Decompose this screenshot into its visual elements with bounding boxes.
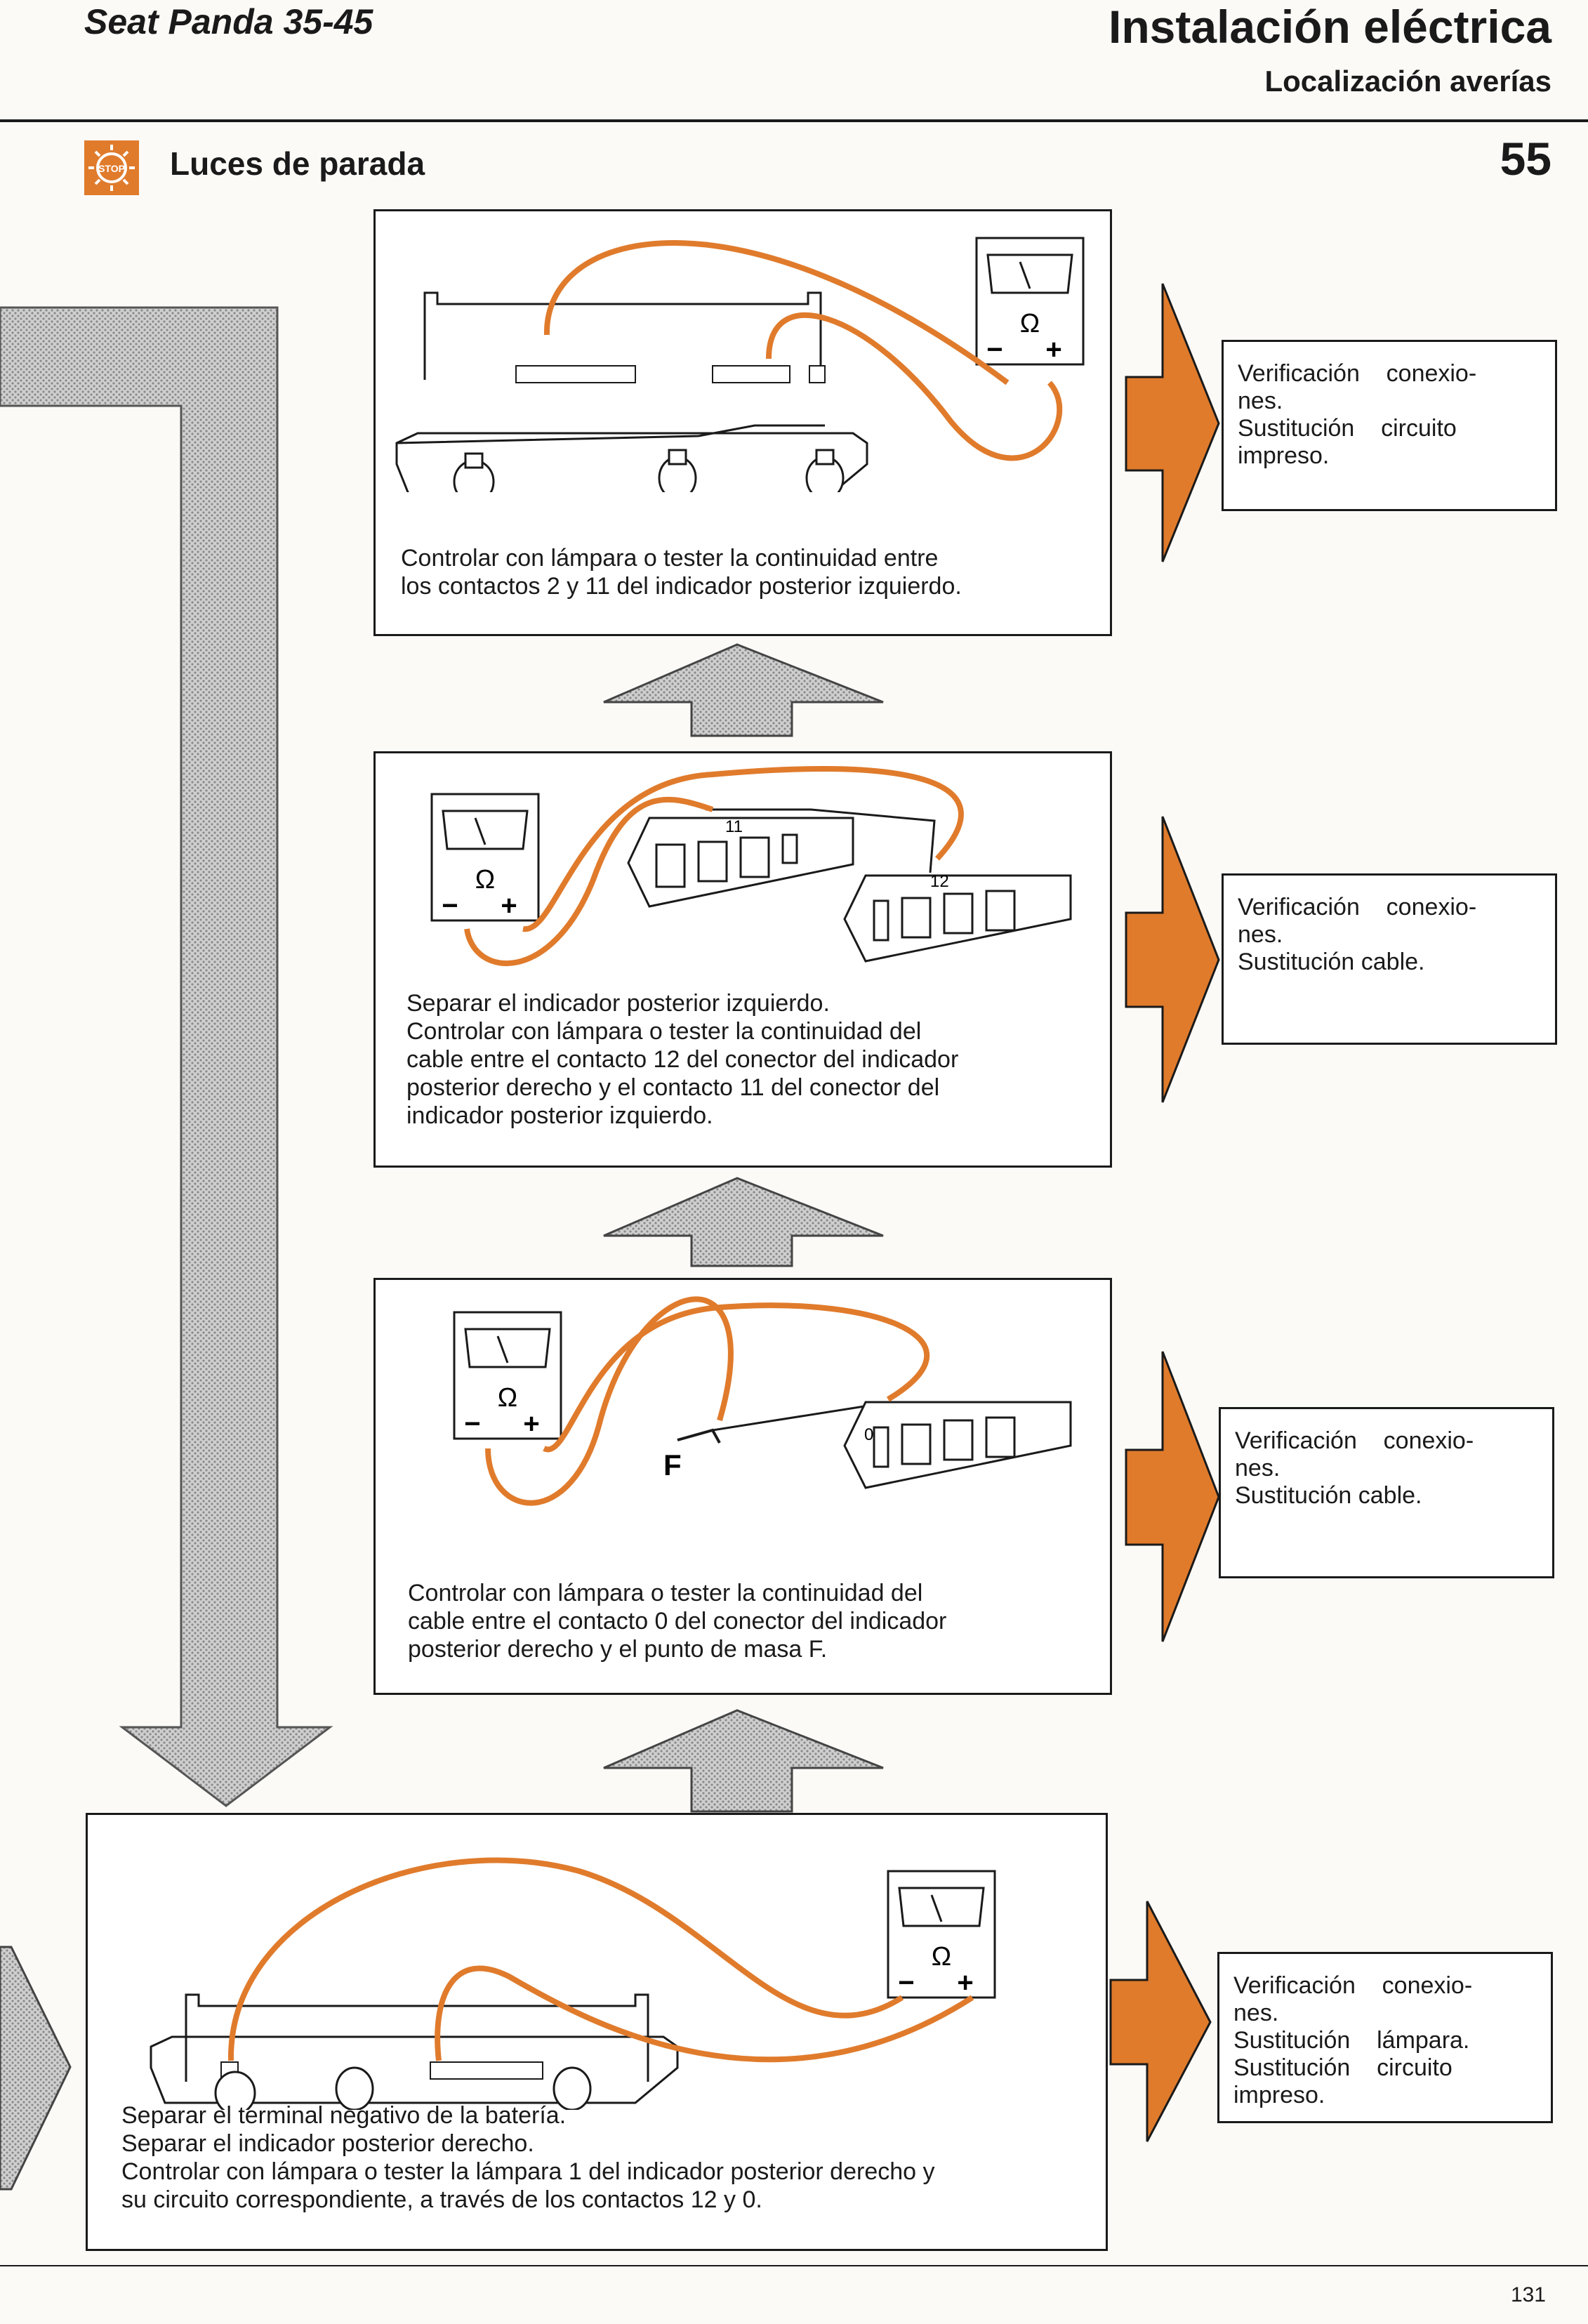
svg-text:−: − xyxy=(442,890,458,921)
step-1-panel: Ω − + Controlar con lámpara o tester la … xyxy=(373,209,1112,636)
result-arrow-3 xyxy=(1125,1351,1220,1642)
svg-text:−: − xyxy=(898,1967,914,1998)
contact-label-a: 11 xyxy=(725,817,743,836)
ground-point-icon xyxy=(677,1428,721,1444)
step-1-description: Controlar con lámpara o tester la contin… xyxy=(401,545,962,600)
step-4-result: Verificación conexio- nes. Sustitución l… xyxy=(1217,1952,1553,2123)
bulb-1 xyxy=(214,2071,256,2110)
svg-text:Ω: Ω xyxy=(932,1942,951,1972)
step-3-diagram: Ω − + F 0 xyxy=(453,1296,1072,1506)
tester-icon: Ω − + xyxy=(887,1870,996,1999)
step-2-panel: Ω − + 11 12 Separar el indicador posteri… xyxy=(373,751,1112,1168)
bulb-3 xyxy=(553,2066,592,2110)
step-3-panel: Ω − + F 0 Controlar con lámpara o tester… xyxy=(373,1278,1112,1695)
svg-text:Ω: Ω xyxy=(1020,309,1040,338)
bulb-3 xyxy=(805,449,845,492)
step-2-diagram: Ω − + 11 12 xyxy=(430,766,1072,967)
svg-text:−: − xyxy=(464,1408,480,1439)
bulb-2 xyxy=(658,449,697,492)
svg-text:+: + xyxy=(957,1967,973,1998)
section-number: 55 xyxy=(1500,133,1551,185)
connector-right xyxy=(843,874,1072,963)
tester-icon: Ω − + xyxy=(975,237,1085,366)
page-number: 131 xyxy=(1510,2283,1546,2306)
ground-label: F xyxy=(663,1448,682,1481)
step-2-description: Separar el indicador posterior izquierdo… xyxy=(406,990,959,1130)
svg-text:Ω: Ω xyxy=(498,1383,517,1413)
step-4-panel: Ω − + Separar el terminal negativo de la… xyxy=(86,1813,1108,2251)
section-title: Luces de parada xyxy=(170,145,425,182)
entry-arrow xyxy=(0,1946,72,2191)
svg-text:Ω: Ω xyxy=(475,865,495,894)
step-1-result: Verificación conexio- nes. Sustitución c… xyxy=(1222,340,1557,511)
up-arrow-2 xyxy=(603,1177,884,1267)
down-flow-arrow xyxy=(0,306,333,1807)
svg-text:+: + xyxy=(501,890,517,921)
tester-icon: Ω − + xyxy=(453,1311,562,1440)
step-2-result: Verificación conexio- nes. Sustitución c… xyxy=(1222,873,1557,1045)
bulb-1 xyxy=(453,452,495,492)
header-divider xyxy=(0,119,1588,122)
connector-left xyxy=(627,817,854,908)
tester-icon: Ω − + xyxy=(430,793,540,922)
up-arrow-3 xyxy=(603,1709,884,1813)
result-arrow-1 xyxy=(1125,283,1220,562)
svg-text:STOP: STOP xyxy=(98,163,125,174)
step-4-diagram: Ω − + xyxy=(150,1857,996,2110)
svg-text:−: − xyxy=(986,334,1003,365)
document-subtitle: Localización averías xyxy=(1264,65,1551,98)
document-title: Instalación eléctrica xyxy=(1109,1,1551,53)
contact-label: 0 xyxy=(864,1425,873,1444)
svg-text:+: + xyxy=(1045,334,1061,365)
step-3-result: Verificación conexio- nes. Sustitución c… xyxy=(1219,1407,1554,1578)
footer-divider xyxy=(0,2265,1588,2266)
result-arrow-4 xyxy=(1109,1901,1212,2142)
svg-text:+: + xyxy=(523,1408,539,1439)
contact-label-b: 12 xyxy=(930,872,949,891)
result-arrow-2 xyxy=(1125,816,1220,1103)
connector-right xyxy=(843,1401,1072,1489)
step-3-description: Controlar con lámpara o tester la contin… xyxy=(408,1580,947,1663)
step-1-diagram: Ω − + xyxy=(395,237,1085,492)
model-name: Seat Panda 35-45 xyxy=(84,2,373,41)
bulb-2 xyxy=(335,2066,374,2110)
up-arrow-1 xyxy=(603,643,884,737)
step-4-description: Separar el terminal negativo de la bater… xyxy=(121,2102,935,2214)
stop-lamp-icon: STOP xyxy=(84,140,139,195)
